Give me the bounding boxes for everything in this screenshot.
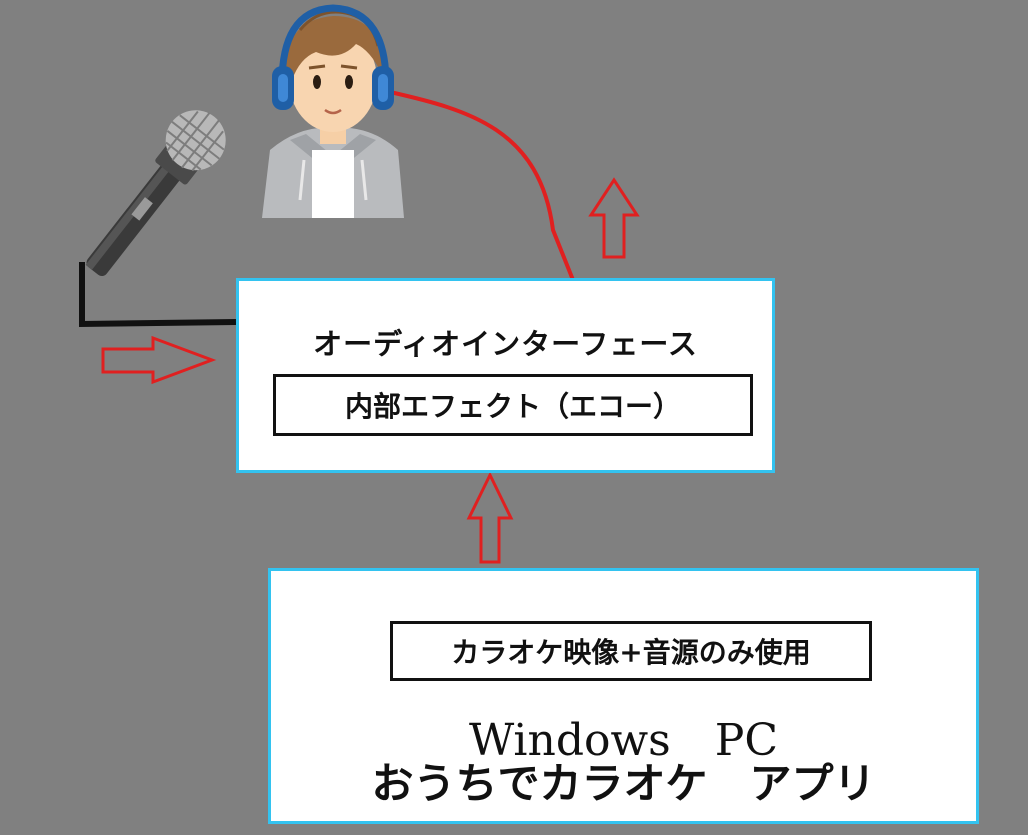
pc-title: Windows PC (468, 715, 779, 766)
up-arrow-from-pc (466, 471, 514, 564)
audio-interface-box: オーディオインターフェース 内部エフェクト（エコー） (236, 278, 775, 473)
microphone-icon (85, 110, 226, 277)
up-arrow-to-headphones (588, 177, 640, 259)
headphone-cable (389, 90, 575, 281)
internal-effect-label: 内部エフェクト（エコー） (344, 390, 681, 423)
usage-box: カラオケ映像+音源のみ使用 (390, 621, 872, 681)
app-name: おうちでカラオケ アプリ (371, 759, 876, 808)
internal-effect-box: 内部エフェクト（エコー） (273, 374, 753, 436)
microphone-cable (79, 262, 237, 328)
audio-interface-title: オーディオインターフェース (313, 327, 698, 361)
usage-label: カラオケ映像+音源のみ使用 (451, 636, 811, 669)
person-with-headphones-icon (262, 4, 404, 218)
windows-pc-box: カラオケ映像+音源のみ使用 Windows PC おうちでカラオケ アプリ (268, 568, 979, 824)
right-arrow-from-mic (101, 335, 217, 385)
